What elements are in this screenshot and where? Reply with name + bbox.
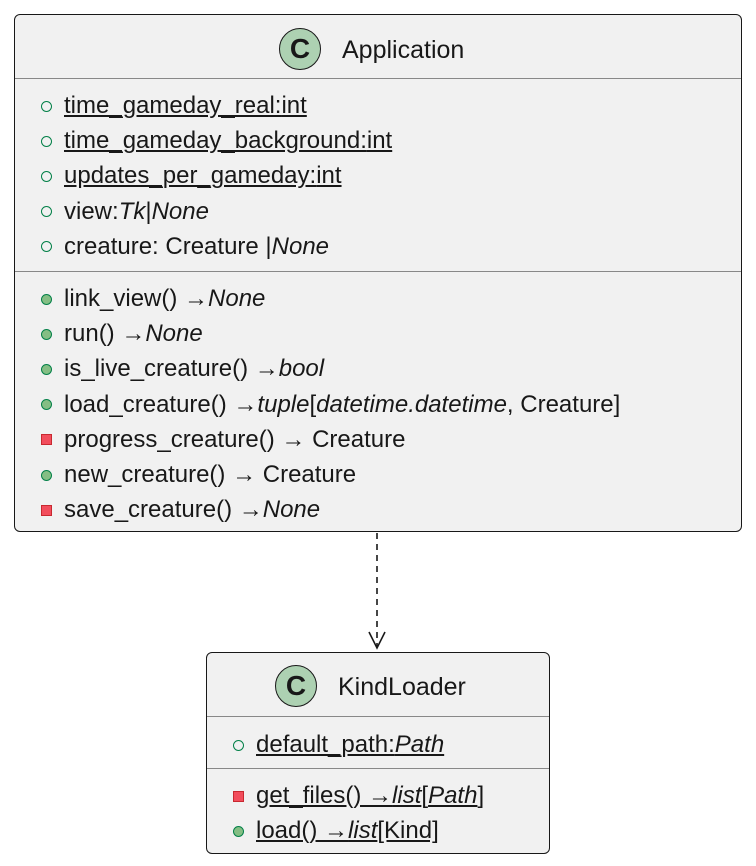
attribute-row: creature: Creature | None	[41, 231, 329, 263]
member-text: updates_per_gameday:	[64, 162, 317, 190]
member-text: Tk	[118, 197, 146, 225]
private-method-icon	[41, 434, 52, 446]
member-text: run() →	[64, 320, 146, 348]
public-attribute-icon	[233, 739, 244, 751]
member-text: datetime.datetime	[316, 390, 507, 418]
member-text: time_gameday_background:	[64, 127, 367, 155]
member-text: [	[309, 390, 317, 418]
member-text: creature: Creature |	[64, 232, 272, 260]
member-text: list	[392, 782, 422, 809]
method-row: link_view() → None	[41, 283, 265, 315]
member-text: load_creature() →	[64, 390, 258, 418]
class-stereotype-c-icon: C	[279, 28, 321, 70]
public-attribute-icon	[41, 241, 52, 253]
dependency-arrowhead	[368, 631, 386, 650]
class-kindloader: C KindLoader default_path: Path get_file…	[206, 652, 550, 854]
public-method-icon	[41, 399, 52, 411]
method-row: new_creature() → Creature	[41, 459, 356, 491]
member-text: [Kind]	[377, 817, 439, 845]
divider-methods	[15, 271, 741, 272]
method-row: load() → list [Kind]	[233, 815, 439, 847]
public-method-icon	[41, 363, 52, 375]
member-text: default_path:	[256, 731, 395, 758]
member-text: view:	[64, 197, 119, 225]
public-method-icon	[41, 328, 52, 340]
member-text: None	[271, 232, 330, 260]
member-text: load() →	[256, 817, 349, 845]
member-text: bool	[278, 355, 325, 383]
member-text: get_files() →	[256, 782, 393, 809]
member-text: tuple	[257, 390, 310, 418]
public-attribute-icon	[41, 100, 52, 112]
public-attribute-icon	[41, 170, 52, 182]
member-text: int	[366, 127, 393, 155]
member-text: time_gameday_real:	[64, 92, 282, 119]
public-attribute-icon	[41, 135, 52, 147]
member-text: save_creature() →	[64, 496, 263, 524]
member-text: None	[262, 496, 321, 524]
method-row: load_creature() → tuple [datetime.dateti…	[41, 389, 620, 421]
divider-attributes	[207, 716, 549, 717]
class-name: KindLoader	[338, 673, 466, 701]
class-name: Application	[342, 36, 465, 64]
member-text: ]	[477, 782, 485, 809]
member-text: None	[145, 320, 203, 348]
class-stereotype-c-icon: C	[275, 665, 317, 707]
method-row: is_live_creature() → bool	[41, 353, 324, 385]
public-method-icon	[233, 825, 244, 837]
member-text: |	[145, 197, 152, 225]
divider-methods	[207, 768, 549, 769]
member-text: , Creature]	[506, 390, 621, 418]
member-text: new_creature() → Creature	[64, 461, 357, 488]
public-method-icon	[41, 469, 52, 481]
member-text: Path	[428, 782, 478, 809]
private-method-icon	[233, 790, 244, 802]
member-text: Path	[394, 731, 445, 758]
member-text: None	[151, 197, 209, 225]
method-row: run() → None	[41, 318, 203, 350]
divider-attributes	[15, 78, 741, 79]
member-text: progress_creature() → Creature	[64, 425, 406, 453]
member-text: list	[348, 817, 378, 845]
method-row: save_creature() → None	[41, 494, 320, 526]
member-text: is_live_creature() →	[64, 355, 279, 383]
public-method-icon	[41, 293, 52, 305]
attribute-row: view: Tk | None	[41, 196, 209, 228]
member-text: [	[421, 782, 429, 809]
attribute-row: updates_per_gameday: int	[41, 160, 342, 192]
public-attribute-icon	[41, 206, 52, 218]
member-text: int	[281, 92, 307, 119]
attribute-row: time_gameday_background: int	[41, 125, 392, 157]
member-text: None	[208, 285, 266, 312]
method-row: get_files() → list [Path ]	[233, 780, 484, 812]
method-row: progress_creature() → Creature	[41, 424, 405, 456]
attribute-row: default_path: Path	[233, 729, 444, 761]
attribute-row: time_gameday_real: int	[41, 90, 307, 122]
member-text: link_view() →	[64, 285, 209, 312]
member-text: int	[316, 162, 342, 190]
private-method-icon	[41, 504, 52, 516]
